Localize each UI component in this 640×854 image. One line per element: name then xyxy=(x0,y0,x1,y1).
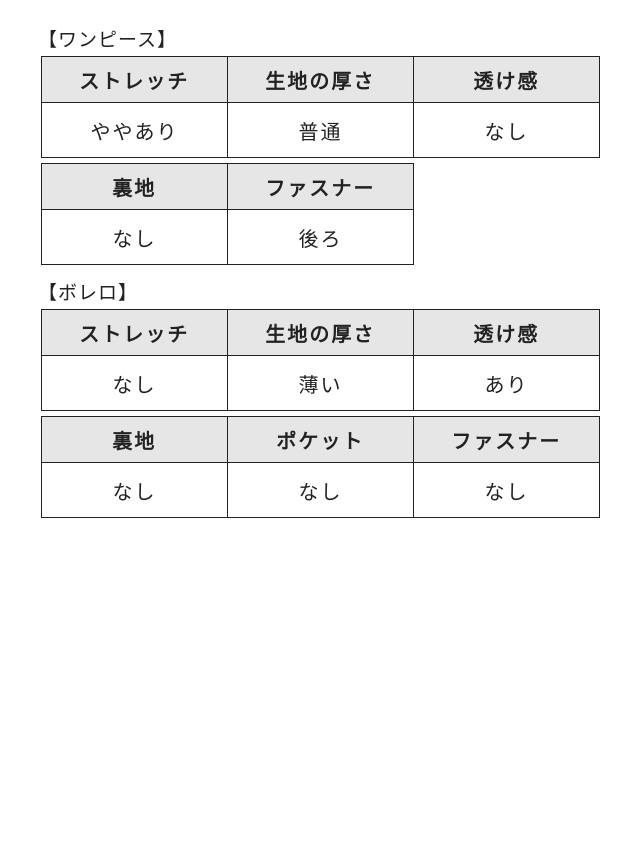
spec-table-bolero-2: 裏地 ポケット ファスナー なし なし なし xyxy=(41,416,600,518)
value-lining: なし xyxy=(41,209,228,265)
header-zipper: ファスナー xyxy=(413,416,600,463)
header-stretch: ストレッチ xyxy=(41,309,228,356)
value-sheerness: あり xyxy=(413,355,600,411)
table-header-row: 裏地 ファスナー xyxy=(41,163,414,210)
value-stretch: なし xyxy=(41,355,228,411)
table-header-row: 裏地 ポケット ファスナー xyxy=(41,416,600,463)
table-row: なし 後ろ xyxy=(41,209,414,265)
value-lining: なし xyxy=(41,462,228,518)
value-pocket: なし xyxy=(227,462,414,518)
value-sheerness: なし xyxy=(413,102,600,158)
section-label-bolero: 【ボレロ】 xyxy=(38,282,139,304)
value-zipper: なし xyxy=(413,462,600,518)
value-zipper: 後ろ xyxy=(227,209,414,265)
spec-table-onepiece-2: 裏地 ファスナー なし 後ろ xyxy=(41,163,414,265)
table-row: なし なし なし xyxy=(41,462,600,518)
table-header-row: ストレッチ 生地の厚さ 透け感 xyxy=(41,56,600,103)
table-row: なし 薄い あり xyxy=(41,355,600,411)
value-stretch: ややあり xyxy=(41,102,228,158)
value-fabric-thickness: 普通 xyxy=(227,102,414,158)
header-lining: 裏地 xyxy=(41,416,228,463)
spec-table-onepiece-1: ストレッチ 生地の厚さ 透け感 ややあり 普通 なし xyxy=(41,56,600,158)
header-lining: 裏地 xyxy=(41,163,228,210)
section-label-onepiece: 【ワンピース】 xyxy=(38,29,178,51)
header-fabric-thickness: 生地の厚さ xyxy=(227,56,414,103)
spec-table-bolero-1: ストレッチ 生地の厚さ 透け感 なし 薄い あり xyxy=(41,309,600,411)
table-header-row: ストレッチ 生地の厚さ 透け感 xyxy=(41,309,600,356)
header-sheerness: 透け感 xyxy=(413,309,600,356)
header-sheerness: 透け感 xyxy=(413,56,600,103)
table-row: ややあり 普通 なし xyxy=(41,102,600,158)
header-stretch: ストレッチ xyxy=(41,56,228,103)
header-fabric-thickness: 生地の厚さ xyxy=(227,309,414,356)
header-pocket: ポケット xyxy=(227,416,414,463)
header-zipper: ファスナー xyxy=(227,163,414,210)
value-fabric-thickness: 薄い xyxy=(227,355,414,411)
